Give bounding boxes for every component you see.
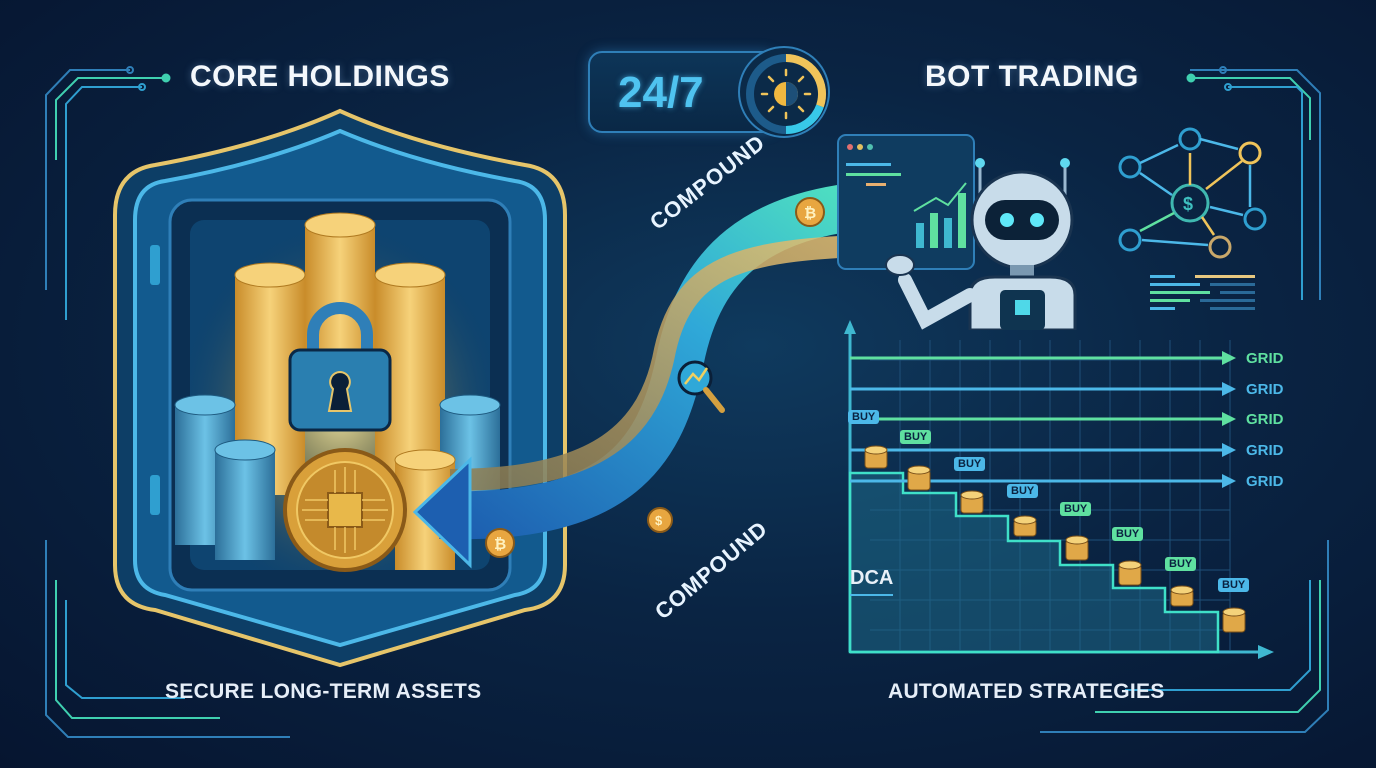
grid-label-4: GRID (1246, 442, 1284, 459)
magnifier-chart-icon (677, 360, 725, 413)
buy-tag-4: BUY (1007, 484, 1039, 498)
svg-text:$: $ (1183, 194, 1193, 214)
buy-tag-6: BUY (1112, 527, 1144, 541)
always-on-badge: 24/7 (588, 46, 830, 142)
buy-tag-2: BUY (900, 430, 932, 444)
core-holdings-title: CORE HOLDINGS (190, 60, 450, 93)
padlock-icon (288, 302, 392, 432)
grid-label-2: GRID (1246, 381, 1284, 398)
network-dollar-icon: $ (1118, 127, 1267, 259)
svg-text:₿: ₿ (804, 205, 816, 222)
dashboard-window-icon (837, 134, 975, 270)
svg-text:₿: ₿ (494, 536, 506, 553)
grid-label-3: GRID (1246, 411, 1284, 428)
bot-trading-subtitle: AUTOMATED STRATEGIES (888, 680, 1165, 703)
chip-coin-icon (283, 448, 407, 572)
buy-tag-7: BUY (1165, 557, 1197, 571)
data-bars-icon (1150, 275, 1255, 310)
grid-label-1: GRID (1246, 350, 1284, 367)
dca-label: DCA (850, 567, 894, 596)
grid-label-5: GRID (1246, 473, 1284, 490)
buy-tag-5: BUY (1060, 502, 1092, 516)
bot-trading-title: BOT TRADING (925, 60, 1139, 93)
buy-tag-8: BUY (1218, 578, 1250, 592)
robot-icon (885, 158, 1077, 330)
strategy-chart (844, 320, 1274, 659)
buy-tag-3: BUY (954, 457, 986, 471)
compound-flow-arrow: ₿ ₿ $ (412, 170, 930, 569)
badge-text: 24/7 (618, 68, 704, 117)
bitcoin-coin-icon: ₿ ₿ $ (485, 197, 825, 558)
buy-tag-1: BUY (848, 410, 880, 424)
core-holdings-subtitle: SECURE LONG-TERM ASSETS (165, 680, 482, 703)
svg-text:$: $ (655, 513, 663, 528)
day-night-sun-icon (738, 46, 830, 138)
